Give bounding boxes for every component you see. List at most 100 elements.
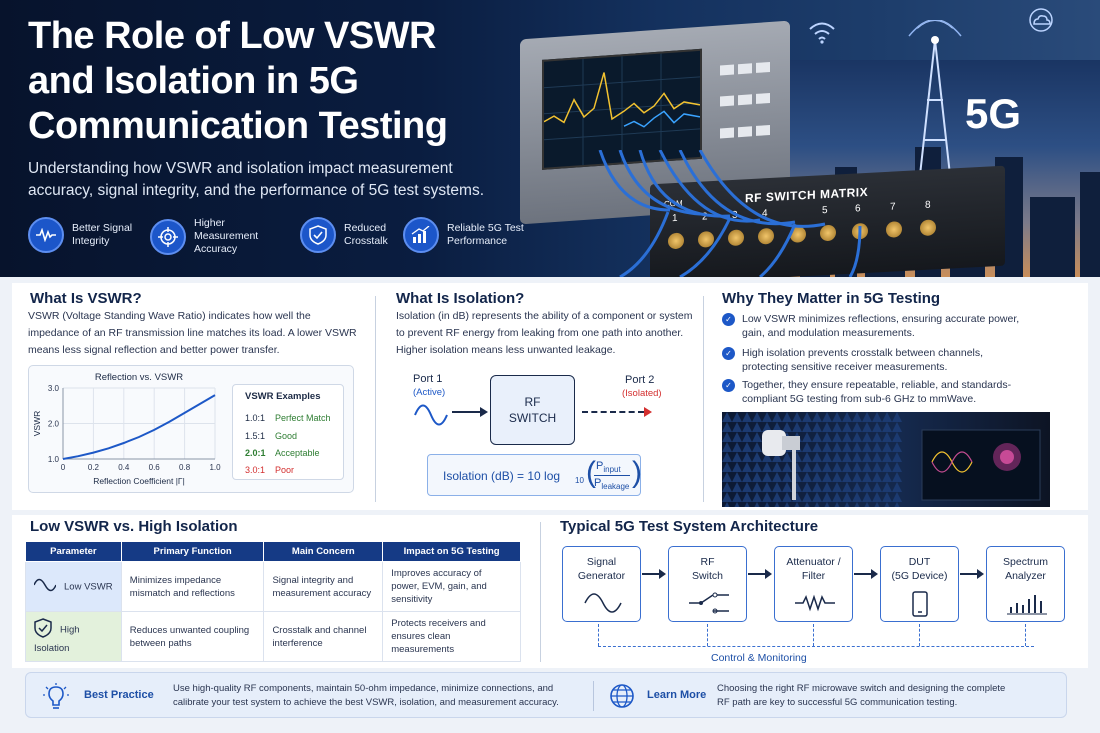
port1-sub-label: (Active) xyxy=(413,387,446,398)
cloud-icon xyxy=(1029,8,1053,32)
hero-banner: 5G COM RF SWITCH MATRIX 1 2 3 4 5 6 7 8 xyxy=(0,0,1100,277)
5g-badge: 5G xyxy=(965,90,1022,137)
bar-chart-icon xyxy=(403,217,439,253)
rf-switch-line2: SWITCH xyxy=(508,411,557,425)
control-link-line xyxy=(598,624,599,646)
arch-block-attenuator-filter: Attenuator /Filter xyxy=(774,546,853,622)
cell-tower-icon xyxy=(908,20,962,220)
flow-arrow xyxy=(854,569,878,579)
control-monitoring-label: Control & Monitoring xyxy=(705,652,813,664)
table-header-row: Parameter Primary Function Main Concern … xyxy=(25,541,521,562)
feature-label: Higher Measurement Accuracy xyxy=(194,217,259,255)
page-title: The Role of Low VSWR and Isolation in 5G… xyxy=(28,15,448,147)
feature-better-signal-integrity: Better Signal Integrity xyxy=(28,217,156,253)
section-divider xyxy=(703,296,704,502)
function-cell: Reduces unwanted coupling between paths xyxy=(120,611,265,662)
wifi-icon xyxy=(809,22,835,44)
flow-arrow xyxy=(642,569,666,579)
vswr-example-ratio: 1.5:1 xyxy=(245,431,266,441)
learn-more-link[interactable]: Learn More xyxy=(647,689,707,701)
x-tick-label: 0.4 xyxy=(118,463,130,472)
feature-label: Reliable 5G Test Performance xyxy=(447,222,524,247)
column-header: Primary Function xyxy=(120,541,265,562)
shield-check-icon xyxy=(34,618,52,642)
why-item: ✓Low VSWR minimizes reflections, ensurin… xyxy=(722,312,1022,340)
switch-icon xyxy=(689,592,729,614)
function-cell: Minimizes impedance mismatch and reflect… xyxy=(120,561,265,612)
vswr-heading: What Is VSWR? xyxy=(30,290,142,307)
feature-label: Better Signal Integrity xyxy=(72,222,133,247)
column-header: Parameter xyxy=(25,541,122,562)
best-practice-bar: Best Practice Use high-quality RF compon… xyxy=(25,672,1067,718)
y-tick-label: 3.0 xyxy=(48,384,60,393)
vswr-example-label: Acceptable xyxy=(275,448,320,458)
port2-label: Port 2 xyxy=(625,374,655,386)
paren-right-icon: ) xyxy=(632,456,642,489)
port-number: 7 xyxy=(890,201,896,213)
section-divider xyxy=(375,296,376,502)
column-header: Main Concern xyxy=(263,541,384,562)
table-row: High Isolation Reduces unwanted coupling… xyxy=(25,611,521,662)
isolation-formula: Isolation (dB) = 10 log 10 ( Pinput Plea… xyxy=(427,454,642,496)
arrow-head-icon xyxy=(480,407,488,417)
vswr-example-ratio: 1.0:1 xyxy=(245,413,266,423)
best-practice-text: Use high-quality RF components, maintain… xyxy=(173,683,559,708)
why-item: ✓High isolation prevents crosstalk betwe… xyxy=(722,346,1022,374)
sine-wave-icon xyxy=(584,593,622,613)
rf-cables-image xyxy=(598,150,862,277)
arch-block-label: Attenuator /Filter xyxy=(786,556,841,582)
vswr-example-label: Poor xyxy=(275,465,295,475)
section-divider xyxy=(540,522,541,662)
best-practice-heading: Best Practice xyxy=(84,689,154,701)
check-icon: ✓ xyxy=(722,379,735,392)
vswr-curve xyxy=(62,394,216,460)
lightbulb-icon xyxy=(43,683,69,709)
y-axis-label: VSWR xyxy=(32,411,42,437)
bar-divider xyxy=(593,681,594,711)
port2-sub-label: (Isolated) xyxy=(622,388,662,399)
feature-higher-measurement-accuracy: Higher Measurement Accuracy xyxy=(150,217,284,256)
chart-title: Reflection vs. VSWR xyxy=(95,372,183,383)
page-subtitle: Understanding how VSWR and isolation imp… xyxy=(28,160,485,199)
port-number: 8 xyxy=(925,199,931,211)
x-tick-label: 1.0 xyxy=(209,463,221,472)
vswr-description: VSWR (Voltage Standing Wave Ratio) indic… xyxy=(28,310,357,356)
table-row: Low VSWR Minimizes impedance mismatch an… xyxy=(25,561,521,612)
x-tick-label: 0.6 xyxy=(149,463,161,472)
feature-reduced-crosstalk: Reduced Crosstalk xyxy=(300,217,404,253)
waveform-icon xyxy=(28,217,64,253)
x-axis-label: Reflection Coefficient |Γ| xyxy=(93,476,185,486)
control-bus-line xyxy=(598,646,1034,647)
port1-label: Port 1 xyxy=(413,373,443,385)
column-header: Impact on 5G Testing xyxy=(382,541,521,562)
arch-block-dut: DUT(5G Device) xyxy=(880,546,959,622)
anechoic-chamber-photo xyxy=(722,412,1050,507)
control-link-line xyxy=(919,624,920,646)
formula-numerator: Pinput xyxy=(596,460,621,475)
why-heading: Why They Matter in 5G Testing xyxy=(722,290,941,307)
param-cell: High Isolation xyxy=(25,611,122,662)
isolation-description: Isolation (in dB) represents the ability… xyxy=(396,310,693,356)
impact-cell: Protects receivers and ensures clean mea… xyxy=(382,611,521,662)
flow-arrow xyxy=(960,569,984,579)
param-cell: Low VSWR xyxy=(25,561,122,612)
smartphone-icon xyxy=(912,591,928,617)
learn-more-text: Choosing the right RF microwave switch a… xyxy=(717,683,1006,708)
x-tick-label: 0.2 xyxy=(88,463,100,472)
control-link-line xyxy=(1025,624,1026,646)
x-tick-label: 0 xyxy=(61,463,66,472)
sine-wave-icon xyxy=(414,404,448,426)
comparison-heading: Low VSWR vs. High Isolation xyxy=(30,518,238,535)
architecture-heading: Typical 5G Test System Architecture xyxy=(560,518,819,535)
globe-icon xyxy=(610,684,634,708)
check-icon: ✓ xyxy=(722,347,735,360)
vswr-example-label: Perfect Match xyxy=(275,413,331,423)
vswr-examples-box: VSWR Examples 1.0:1 Perfect Match 1.5:1 … xyxy=(232,384,344,480)
impact-cell: Improves accuracy of power, EVM, gain, a… xyxy=(382,561,521,612)
feature-reliable-5g-test-performance: Reliable 5G Test Performance xyxy=(403,217,537,253)
resistor-icon xyxy=(795,594,835,612)
